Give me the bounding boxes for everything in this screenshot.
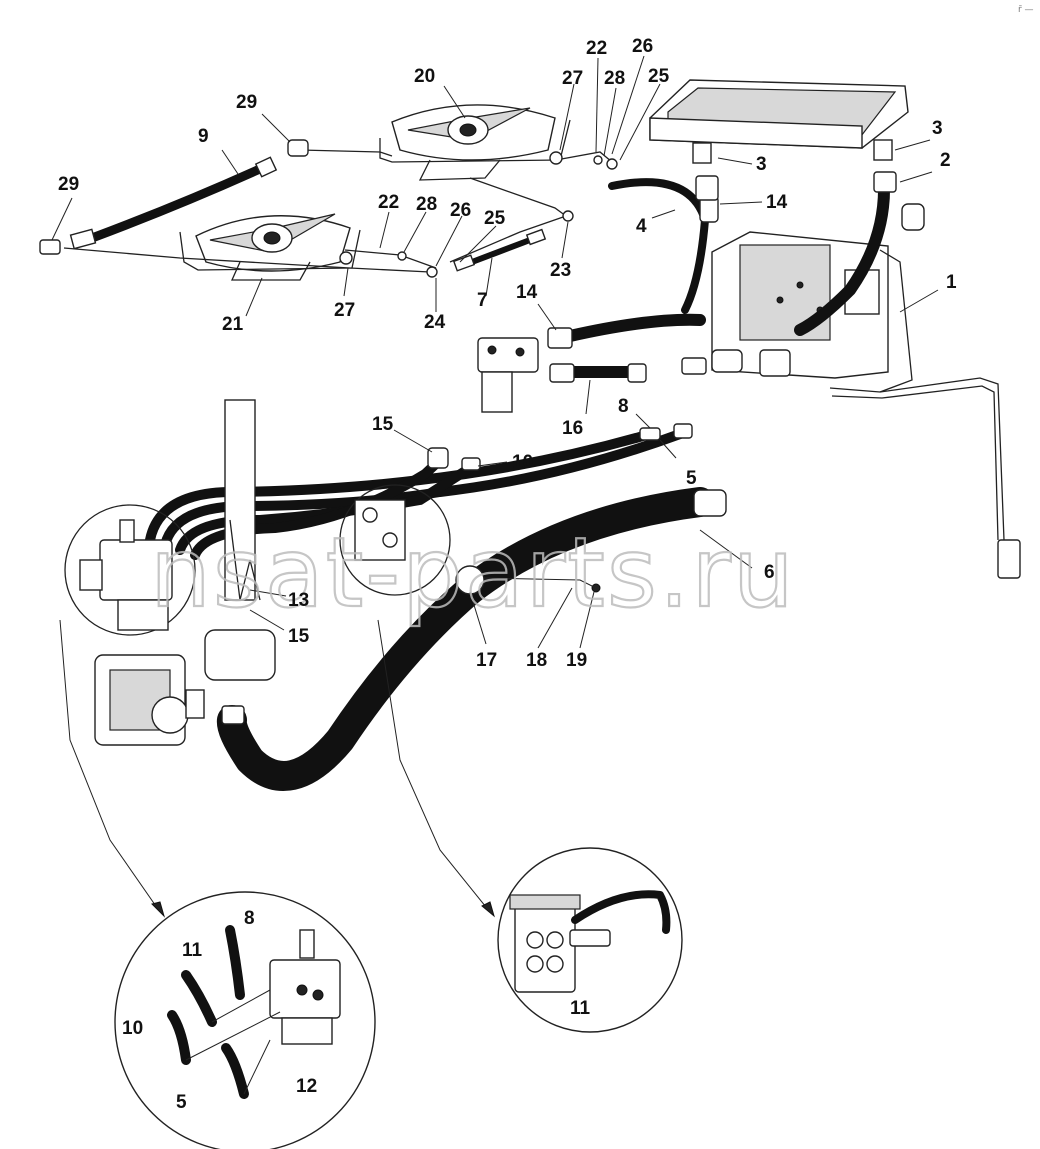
leader-lines <box>51 55 939 649</box>
fan-pressure-lines <box>39 139 618 278</box>
callout-26: 26 <box>632 36 653 57</box>
callout-29: 29 <box>58 174 79 195</box>
callout-16: 16 <box>562 418 583 439</box>
callout-3: 3 <box>756 154 767 175</box>
hose-16 <box>549 357 707 383</box>
hose-2 <box>794 171 925 336</box>
callout-22: 22 <box>378 192 399 213</box>
callout-15: 15 <box>288 626 310 647</box>
valve-block-upper <box>477 337 539 413</box>
callout-14: 14 <box>516 282 538 303</box>
hose-4 <box>608 178 719 314</box>
callout-8: 8 <box>244 908 255 929</box>
callout-10: 10 <box>512 452 533 473</box>
oil-cooler <box>649 79 909 164</box>
callout-24: 24 <box>424 312 446 333</box>
callout-3: 3 <box>932 118 943 139</box>
watermark: nsat-parts.ru <box>150 517 796 629</box>
callout-5: 5 <box>176 1092 187 1113</box>
callout-labels: 1 2 3 3 4 5 5 6 7 8 8 9 10 10 11 11 12 1… <box>58 36 957 1113</box>
callout-27: 27 <box>562 68 583 89</box>
callout-13: 13 <box>288 590 309 611</box>
callout-12: 12 <box>296 1076 317 1097</box>
detail-circle-center <box>339 484 451 596</box>
callout-27: 27 <box>334 300 355 321</box>
detail-circle-right <box>377 619 683 1033</box>
callout-15: 15 <box>372 414 394 435</box>
callout-14: 14 <box>766 192 788 213</box>
fan-assembly-upper <box>379 104 571 181</box>
callout-25: 25 <box>484 208 506 229</box>
callout-21: 21 <box>222 314 244 335</box>
callout-8: 8 <box>618 396 629 417</box>
callout-11: 11 <box>182 940 203 961</box>
callout-11: 11 <box>570 998 591 1019</box>
callout-25: 25 <box>648 66 670 87</box>
callout-22: 22 <box>586 38 607 59</box>
pump-assembly <box>64 399 276 746</box>
callout-19: 18 <box>526 650 547 671</box>
callout-5: 5 <box>686 468 697 489</box>
callout-1: 1 <box>946 272 957 293</box>
callout-18: 19 <box>566 650 587 671</box>
detail-circle-left <box>59 619 376 1149</box>
callout-2: 2 <box>940 150 951 171</box>
callout-6: 6 <box>764 562 775 583</box>
callout-28: 28 <box>416 194 437 215</box>
callout-9: 9 <box>198 126 209 147</box>
corner-mark: r̄ — <box>1018 5 1034 15</box>
callout-26: 26 <box>450 200 471 221</box>
hose-6 <box>216 487 727 791</box>
fan-assembly-lower <box>179 213 361 281</box>
hose-14 <box>547 175 719 349</box>
callout-23: 23 <box>550 260 571 281</box>
callout-7: 7 <box>477 290 488 311</box>
callout-17: 17 <box>476 650 497 671</box>
callout-29: 29 <box>236 92 257 113</box>
callout-28: 28 <box>604 68 625 89</box>
callout-4: 4 <box>636 216 647 237</box>
callout-20: 20 <box>414 66 435 87</box>
callout-10: 10 <box>122 1018 143 1039</box>
